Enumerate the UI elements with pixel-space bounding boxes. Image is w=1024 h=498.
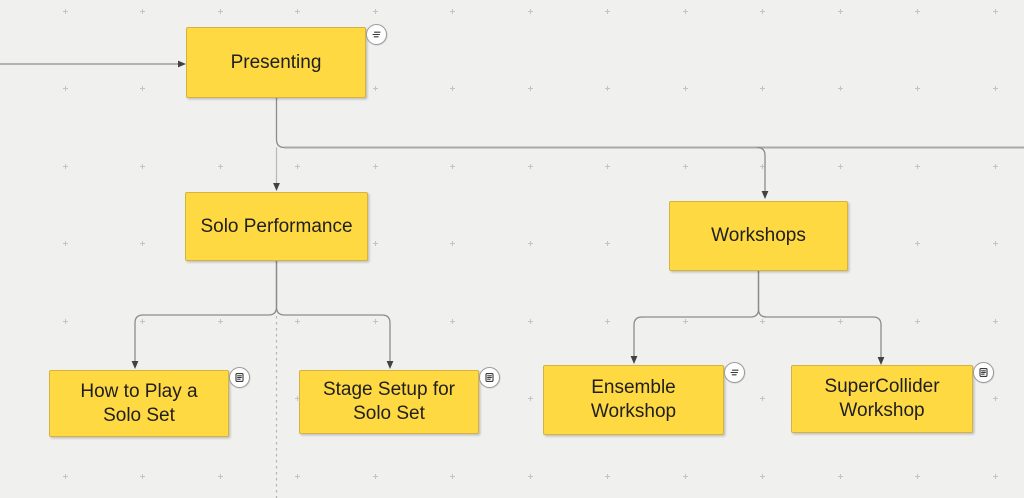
arrowhead-icon — [273, 183, 280, 191]
document-badge-supercollider-workshop[interactable] — [973, 362, 994, 383]
node-label: Workshops — [711, 225, 806, 247]
arrowhead-icon — [877, 357, 885, 365]
notes-badge-ensemble-workshop[interactable] — [724, 362, 745, 383]
document-icon — [979, 368, 988, 377]
notes-badge-presenting[interactable] — [366, 24, 387, 45]
document-badge-stage-setup-for-solo-set[interactable] — [479, 367, 500, 388]
node-workshops[interactable]: Workshops — [669, 201, 848, 271]
document-icon — [485, 373, 494, 382]
node-presenting[interactable]: Presenting — [186, 27, 366, 98]
document-icon — [235, 373, 244, 382]
arrowhead-icon — [131, 361, 139, 369]
arrowhead-icon — [178, 60, 186, 68]
arrowhead-icon — [386, 361, 394, 369]
notes-lines-icon — [730, 369, 739, 376]
connector-presenting-solo-performance[interactable] — [273, 147, 280, 192]
connector-presenting-workshops[interactable] — [756, 146, 769, 200]
arrowhead-icon — [761, 191, 769, 199]
node-solo-performance[interactable]: Solo Performance — [185, 192, 368, 261]
notes-lines-icon — [372, 31, 381, 38]
connector-into-presenting[interactable] — [0, 60, 186, 68]
connector-workshops-supercollider[interactable] — [757, 271, 885, 365]
connector-workshops-ensemble[interactable] — [630, 271, 760, 364]
connector-presenting-trunk[interactable] — [275, 98, 1024, 149]
node-label: Solo Performance — [200, 215, 353, 237]
connector-solo-how-to-play[interactable] — [131, 261, 278, 369]
document-badge-how-to-play-a-solo-set[interactable] — [229, 367, 250, 388]
arrowhead-icon — [630, 356, 638, 364]
node-label: Presenting — [230, 51, 322, 73]
connector-solo-stage-setup[interactable] — [275, 261, 394, 369]
